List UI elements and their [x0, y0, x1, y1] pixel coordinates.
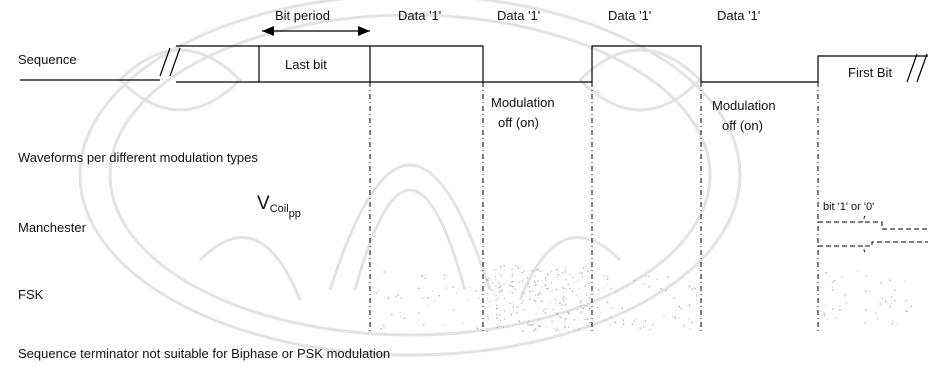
data-1-label-1: Data '1' — [398, 8, 441, 23]
sequence-signal — [20, 45, 928, 83]
vcoil-label: VCoilpp — [257, 193, 301, 220]
modulation-off-label-2: off (on) — [722, 118, 763, 133]
bit-boundary-markers — [369, 82, 819, 332]
watermark-emblem — [78, 0, 742, 357]
bit-1-or-0-label: bit '1' or '0' — [823, 201, 874, 213]
modulation-label-2: Modulation — [712, 98, 776, 113]
last-bit-label: Last bit — [285, 57, 327, 72]
modulation-label-1: Modulation — [491, 95, 555, 110]
footnote: Sequence terminator not suitable for Bip… — [18, 346, 390, 361]
data-1-label-4: Data '1' — [717, 8, 760, 23]
fsk-label: FSK — [18, 287, 44, 302]
bit-period-label: Bit period — [275, 8, 330, 23]
bit-period-arrow — [262, 26, 370, 36]
manchester-waveform — [818, 215, 928, 253]
first-bit-label: First Bit — [848, 65, 892, 80]
sequence-label: Sequence — [18, 52, 77, 67]
waveforms-label: Waveforms per different modulation types — [18, 150, 258, 165]
fsk-noise-pattern — [375, 265, 913, 333]
data-1-label-3: Data '1' — [608, 8, 651, 23]
data-1-label-2: Data '1' — [497, 8, 540, 23]
manchester-label: Manchester — [18, 220, 87, 235]
modulation-off-label-1: off (on) — [498, 115, 539, 130]
